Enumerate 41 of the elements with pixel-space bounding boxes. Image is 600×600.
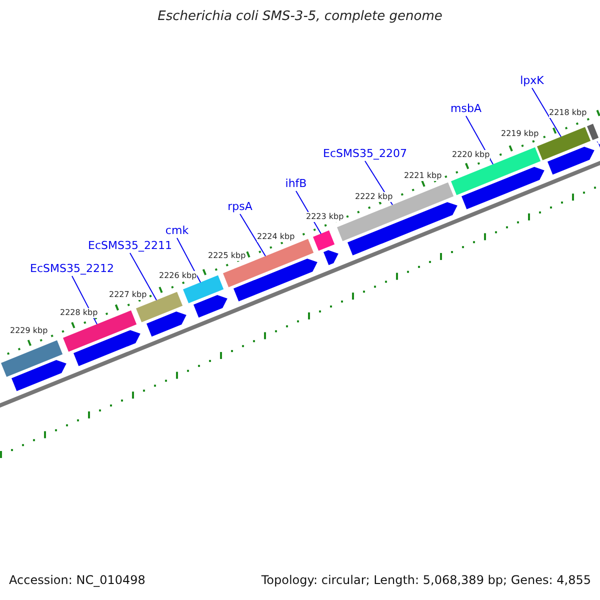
genome-info-text: Topology: circular; Length: 5,068,389 bp; Genes: 4,855 xyxy=(261,574,591,587)
gene-bar xyxy=(1,340,63,377)
leader-line xyxy=(130,252,157,301)
gene-label: EcSMS35_2211 xyxy=(88,239,172,252)
scale-label: 2224 kbp xyxy=(257,232,295,242)
gene-bar xyxy=(587,124,599,140)
gene-label: ihfB xyxy=(285,177,307,190)
gene-bar xyxy=(313,230,335,251)
scale-label: 2225 kbp xyxy=(208,251,246,261)
leader-line xyxy=(176,238,201,283)
scale-label: 2219 kbp xyxy=(501,129,539,139)
strand-bar xyxy=(74,330,140,366)
scale-label: 2220 kbp xyxy=(452,150,490,160)
gene-label: EcSMS35_2212 xyxy=(30,262,114,275)
gene-label: cmk xyxy=(165,224,189,237)
scale-label: 2228 kbp xyxy=(60,308,98,318)
scale-label: 2226 kbp xyxy=(159,271,197,281)
strand-bar xyxy=(12,360,66,392)
strand-bar xyxy=(348,202,458,256)
strand-bar xyxy=(462,166,544,210)
gene-label: EcSMS35_2207 xyxy=(323,147,407,160)
leader-line xyxy=(240,214,266,257)
strand-bar xyxy=(324,250,338,266)
strand-bar xyxy=(194,295,228,318)
scale-label: 2229 kbp xyxy=(10,326,48,336)
scale-label: 2222 kbp xyxy=(355,192,393,202)
gene-bar xyxy=(537,127,591,160)
gene-label: rpsA xyxy=(228,200,252,213)
scale-label: 2223 kbp xyxy=(306,212,344,222)
scale-label: 2227 kbp xyxy=(109,290,147,300)
title: Escherichia coli SMS-3-5, complete genome xyxy=(158,10,442,23)
gene-label: lpxK xyxy=(520,74,544,87)
gene-label: msbA xyxy=(450,102,482,115)
strand-bar xyxy=(234,258,318,302)
strand-bar xyxy=(146,312,186,337)
scale-label: 2218 kbp xyxy=(549,108,587,118)
gene-bar xyxy=(451,147,541,196)
leader-line xyxy=(532,88,562,138)
strand-bar xyxy=(548,146,594,175)
accession-text: Accession: NC_010498 xyxy=(9,574,146,587)
scale-label: 2221 kbp xyxy=(404,171,442,181)
